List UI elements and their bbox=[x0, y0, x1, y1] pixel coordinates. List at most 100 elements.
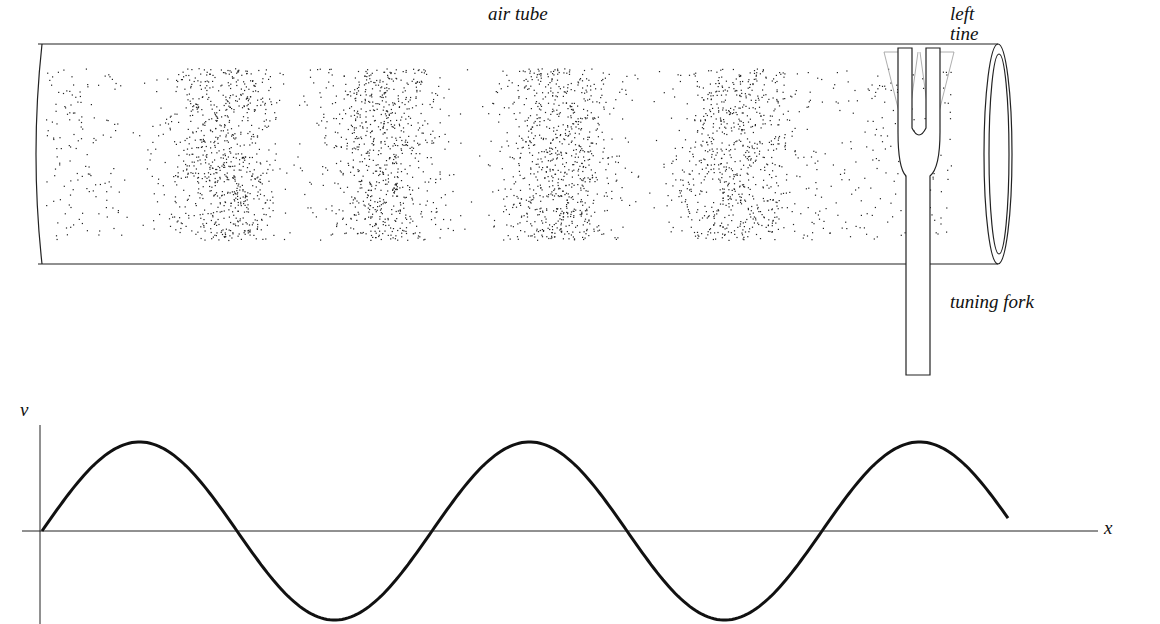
air-particle bbox=[567, 125, 568, 126]
air-particle bbox=[380, 87, 381, 88]
air-particle bbox=[400, 202, 401, 203]
air-particle bbox=[374, 138, 375, 139]
air-particle bbox=[272, 197, 273, 198]
air-particle bbox=[280, 73, 281, 74]
air-particle bbox=[347, 145, 348, 146]
air-particle bbox=[749, 108, 750, 109]
air-particle bbox=[231, 147, 232, 148]
air-particle bbox=[687, 204, 688, 205]
air-particle bbox=[571, 142, 572, 143]
air-particle bbox=[239, 105, 240, 106]
air-particle bbox=[405, 215, 406, 216]
air-particle bbox=[619, 156, 620, 157]
air-particle bbox=[360, 95, 361, 96]
air-particle bbox=[702, 141, 703, 142]
air-particle bbox=[46, 181, 47, 182]
air-particle bbox=[541, 220, 542, 221]
air-particle bbox=[383, 172, 384, 173]
air-particle bbox=[79, 120, 80, 121]
air-particle bbox=[573, 112, 574, 113]
air-particle bbox=[390, 73, 391, 74]
air-particle bbox=[513, 226, 514, 227]
air-particle bbox=[525, 71, 526, 72]
air-particle bbox=[271, 104, 272, 105]
air-particle bbox=[275, 160, 276, 161]
air-particle bbox=[571, 187, 572, 188]
air-particle bbox=[320, 97, 321, 98]
air-particle bbox=[560, 172, 561, 173]
air-particle bbox=[541, 151, 542, 152]
air-particle bbox=[223, 167, 224, 168]
air-particle bbox=[191, 230, 192, 231]
air-particle bbox=[331, 234, 332, 235]
air-particle bbox=[556, 211, 557, 212]
air-particle bbox=[364, 158, 365, 159]
air-particle bbox=[695, 75, 696, 76]
air-particle bbox=[198, 182, 199, 183]
air-particle bbox=[232, 232, 233, 233]
air-particle bbox=[749, 147, 750, 148]
air-particle bbox=[372, 143, 373, 144]
air-particle bbox=[837, 215, 838, 216]
air-particle bbox=[759, 151, 760, 152]
air-particle bbox=[374, 82, 375, 83]
air-particle bbox=[566, 103, 567, 104]
air-particle bbox=[411, 153, 412, 154]
air-particle bbox=[753, 177, 754, 178]
air-particle bbox=[773, 110, 774, 111]
air-particle bbox=[571, 128, 572, 129]
air-particle bbox=[715, 91, 716, 92]
air-particle bbox=[370, 183, 371, 184]
air-particle bbox=[211, 238, 212, 239]
air-particle bbox=[257, 135, 258, 136]
air-particle bbox=[237, 199, 238, 200]
air-particle bbox=[238, 125, 239, 126]
air-particle bbox=[542, 161, 543, 162]
air-particle bbox=[449, 175, 450, 176]
air-particle bbox=[740, 200, 741, 201]
air-particle bbox=[755, 219, 756, 220]
air-particle bbox=[731, 232, 732, 233]
air-particle bbox=[738, 119, 739, 120]
air-particle bbox=[762, 143, 763, 144]
air-particle bbox=[580, 188, 581, 189]
air-particle bbox=[418, 144, 419, 145]
air-particle bbox=[749, 142, 750, 143]
air-particle bbox=[519, 71, 520, 72]
air-particle bbox=[339, 114, 340, 115]
air-particle bbox=[524, 104, 525, 105]
air-particle bbox=[529, 208, 530, 209]
air-particle bbox=[711, 116, 712, 117]
air-particle bbox=[152, 126, 153, 127]
air-particle bbox=[326, 87, 327, 88]
air-particle bbox=[555, 174, 556, 175]
air-particle bbox=[106, 120, 107, 121]
air-particle bbox=[246, 196, 247, 197]
air-particle bbox=[262, 82, 263, 83]
air-particle bbox=[578, 81, 579, 82]
air-particle bbox=[332, 74, 333, 75]
air-particle bbox=[638, 176, 639, 177]
air-particle bbox=[748, 208, 749, 209]
air-particle bbox=[543, 98, 544, 99]
air-particle bbox=[721, 163, 722, 164]
air-particle bbox=[440, 237, 441, 238]
air-particle bbox=[548, 160, 549, 161]
air-particle bbox=[388, 235, 389, 236]
air-particle bbox=[733, 174, 734, 175]
air-particle bbox=[701, 191, 702, 192]
air-particle bbox=[201, 130, 202, 131]
air-particle bbox=[272, 170, 273, 171]
air-particle bbox=[554, 69, 555, 70]
air-particle bbox=[190, 172, 191, 173]
air-particle bbox=[386, 110, 387, 111]
air-particle bbox=[731, 209, 732, 210]
air-particle bbox=[226, 229, 227, 230]
air-particle bbox=[871, 98, 872, 99]
air-particle bbox=[399, 124, 400, 125]
air-particle bbox=[563, 96, 564, 97]
air-particle bbox=[191, 69, 192, 70]
air-particle bbox=[540, 188, 541, 189]
air-particle bbox=[799, 111, 800, 112]
air-particle bbox=[185, 177, 186, 178]
